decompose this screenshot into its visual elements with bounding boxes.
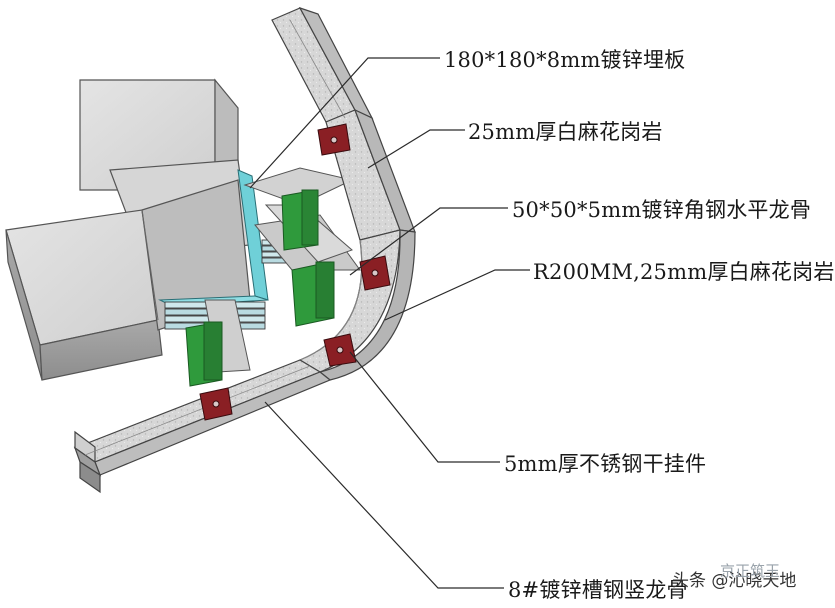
- watermark-prefix: 头条: [672, 571, 706, 591]
- leader-granite-r200: [384, 269, 530, 321]
- leader-hanger: [349, 351, 500, 463]
- label-angle-steel: 50*50*5mm镀锌角钢水平龙骨: [512, 198, 812, 222]
- label-embed-plate: 180*180*8mm镀锌埋板: [444, 48, 686, 72]
- leader-granite-25: [367, 129, 465, 169]
- watermark: 头条 @沁晓天地 京正筑玉: [672, 562, 797, 591]
- label-channel-steel: 8#镀锌槽钢竖龙骨: [508, 578, 688, 602]
- granite-lower-run: [73, 359, 332, 494]
- leader-angle-steel: [349, 207, 508, 276]
- leader-embed-plate: [249, 57, 440, 189]
- label-granite-r200: R200MM,25mm厚白麻花岗岩: [533, 260, 835, 284]
- watermark-ghost: 京正筑玉: [720, 562, 781, 580]
- stainless-hangers: [199, 123, 391, 421]
- concrete-column: [5, 78, 251, 381]
- leader-lines: [249, 57, 530, 589]
- channel-steel-keels: [185, 189, 335, 387]
- label-granite-25: 25mm厚白麻花岗岩: [468, 120, 663, 144]
- watermark-handle: @沁晓天地: [711, 571, 797, 591]
- leader-channel-steel: [264, 401, 504, 589]
- label-hanger: 5mm厚不锈钢干挂件: [504, 452, 707, 476]
